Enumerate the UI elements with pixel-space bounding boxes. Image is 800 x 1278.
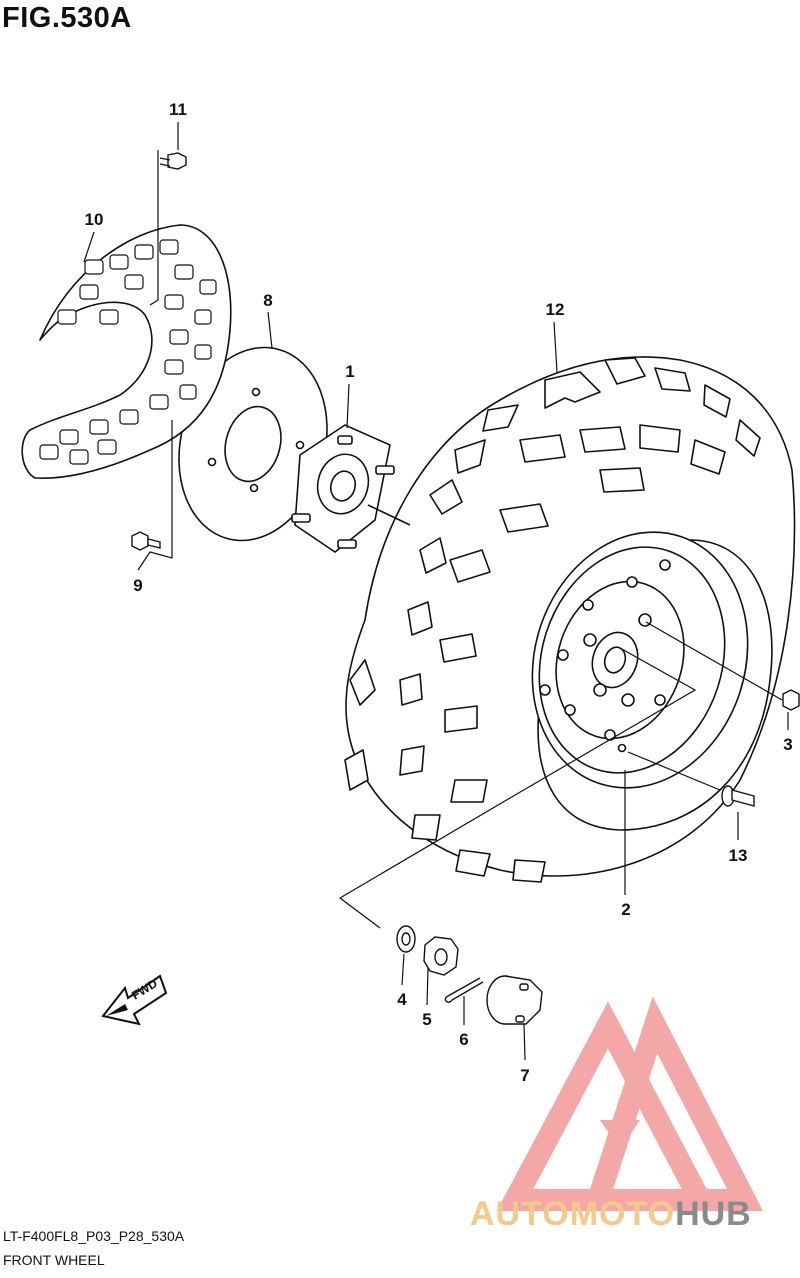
callout-2: 2 [621,900,631,919]
hub-cap [486,975,543,1025]
callout-4: 4 [397,990,407,1009]
bolt-9 [131,531,161,551]
watermark-logo [496,996,764,1211]
callout-9: 9 [133,576,143,595]
callout-6: 6 [459,1030,469,1049]
callout-7: 7 [520,1066,530,1085]
forward-arrow-icon [101,974,168,1026]
watermark-text-part2: HUB [675,1195,752,1233]
watermark-text-part1: AUTOMOTO [470,1195,676,1233]
leader-lines [83,122,789,1061]
footer-code: LT-F400FL8_P03_P28_530A [3,1228,185,1244]
figure-title: FIG.530A [2,2,132,34]
callout-11: 11 [169,100,187,119]
washer [396,925,416,953]
bolt-11 [159,152,187,170]
disc-cover [21,224,232,480]
callout-8: 8 [263,291,273,310]
callout-3: 3 [783,735,793,754]
castle-nut [423,936,459,976]
callout-10: 10 [84,210,104,229]
footer-name: FRONT WHEEL [3,1252,105,1268]
wheel-hub [291,424,411,553]
callout-5: 5 [422,1010,432,1029]
lug-nut [782,689,800,711]
callout-1: 1 [345,362,355,381]
watermark-text: AUTOMOTOHUB [470,1195,752,1234]
wheel-rim [531,531,749,789]
callout-13: 13 [728,846,748,865]
cotter-pin [444,977,484,1003]
brake-disc [178,346,328,542]
callout-12: 12 [545,300,565,319]
tire-valve [721,785,755,807]
